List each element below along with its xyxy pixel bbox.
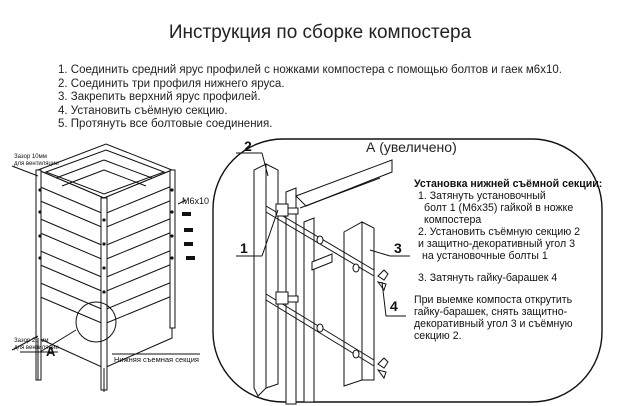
page-title: Инструкция по сборке компостера: [168, 22, 472, 43]
instruction-line: на установочные болты 1: [422, 250, 548, 262]
composter-drawing: [11, 143, 200, 392]
instruction-line: 2. Установить съёмную секцию 2: [418, 226, 581, 238]
removable-section-instructions: Установка нижней съёмной секции: 1. Затя…: [414, 178, 614, 342]
part-number-1: 1: [240, 240, 248, 256]
gap-top-label: Зазор 10мм для вентиляции: [14, 154, 59, 167]
part-number-3: 3: [394, 240, 402, 256]
part-number-2: 2: [244, 138, 252, 154]
zoom-label: А (увеличено): [366, 139, 457, 155]
step-item: 4. Установить съёмную секцию.: [58, 104, 228, 117]
instruction-line: При выемке компоста открутить: [414, 294, 573, 306]
step-item: 2. Соединить три профиля нижнего яруса.: [58, 77, 285, 90]
step-item: 1. Соединить средний ярус профилей с нож…: [58, 64, 562, 76]
instruction-line: декоративный угол 3 и съёмную: [414, 318, 573, 330]
gap-bottom-label: Зазор 20 мм для вентиляции: [14, 338, 59, 351]
removable-section-label: Нижняя съемная секция: [114, 355, 199, 364]
callout-letter: А: [46, 344, 56, 359]
step-item: 5. Протянуть все болтовые соединения.: [58, 118, 273, 131]
bolt-size-label: М6х10: [182, 196, 210, 206]
instruction-line: секцию 2.: [414, 330, 462, 342]
instructions-heading: Установка нижней съёмной секции:: [414, 178, 603, 190]
instruction-line: и защитно-декоративный угол 3: [418, 238, 575, 250]
instruction-line: гайку-барашек, снять защитно-: [414, 306, 568, 318]
step-item: 3. Закрепить верхний ярус профилей.: [58, 91, 261, 104]
instruction-line: 3. Затянуть гайку-барашек 4: [418, 272, 558, 284]
part-number-4: 4: [390, 298, 398, 314]
assembly-steps-list: 1. Соединить средний ярус профилей с нож…: [58, 64, 562, 132]
instruction-line: 1. Затянуть установочный: [418, 190, 546, 202]
instruction-line: болт 1 (М6х35) гайкой в ножке: [424, 202, 574, 214]
instruction-line: компостера: [424, 214, 482, 226]
